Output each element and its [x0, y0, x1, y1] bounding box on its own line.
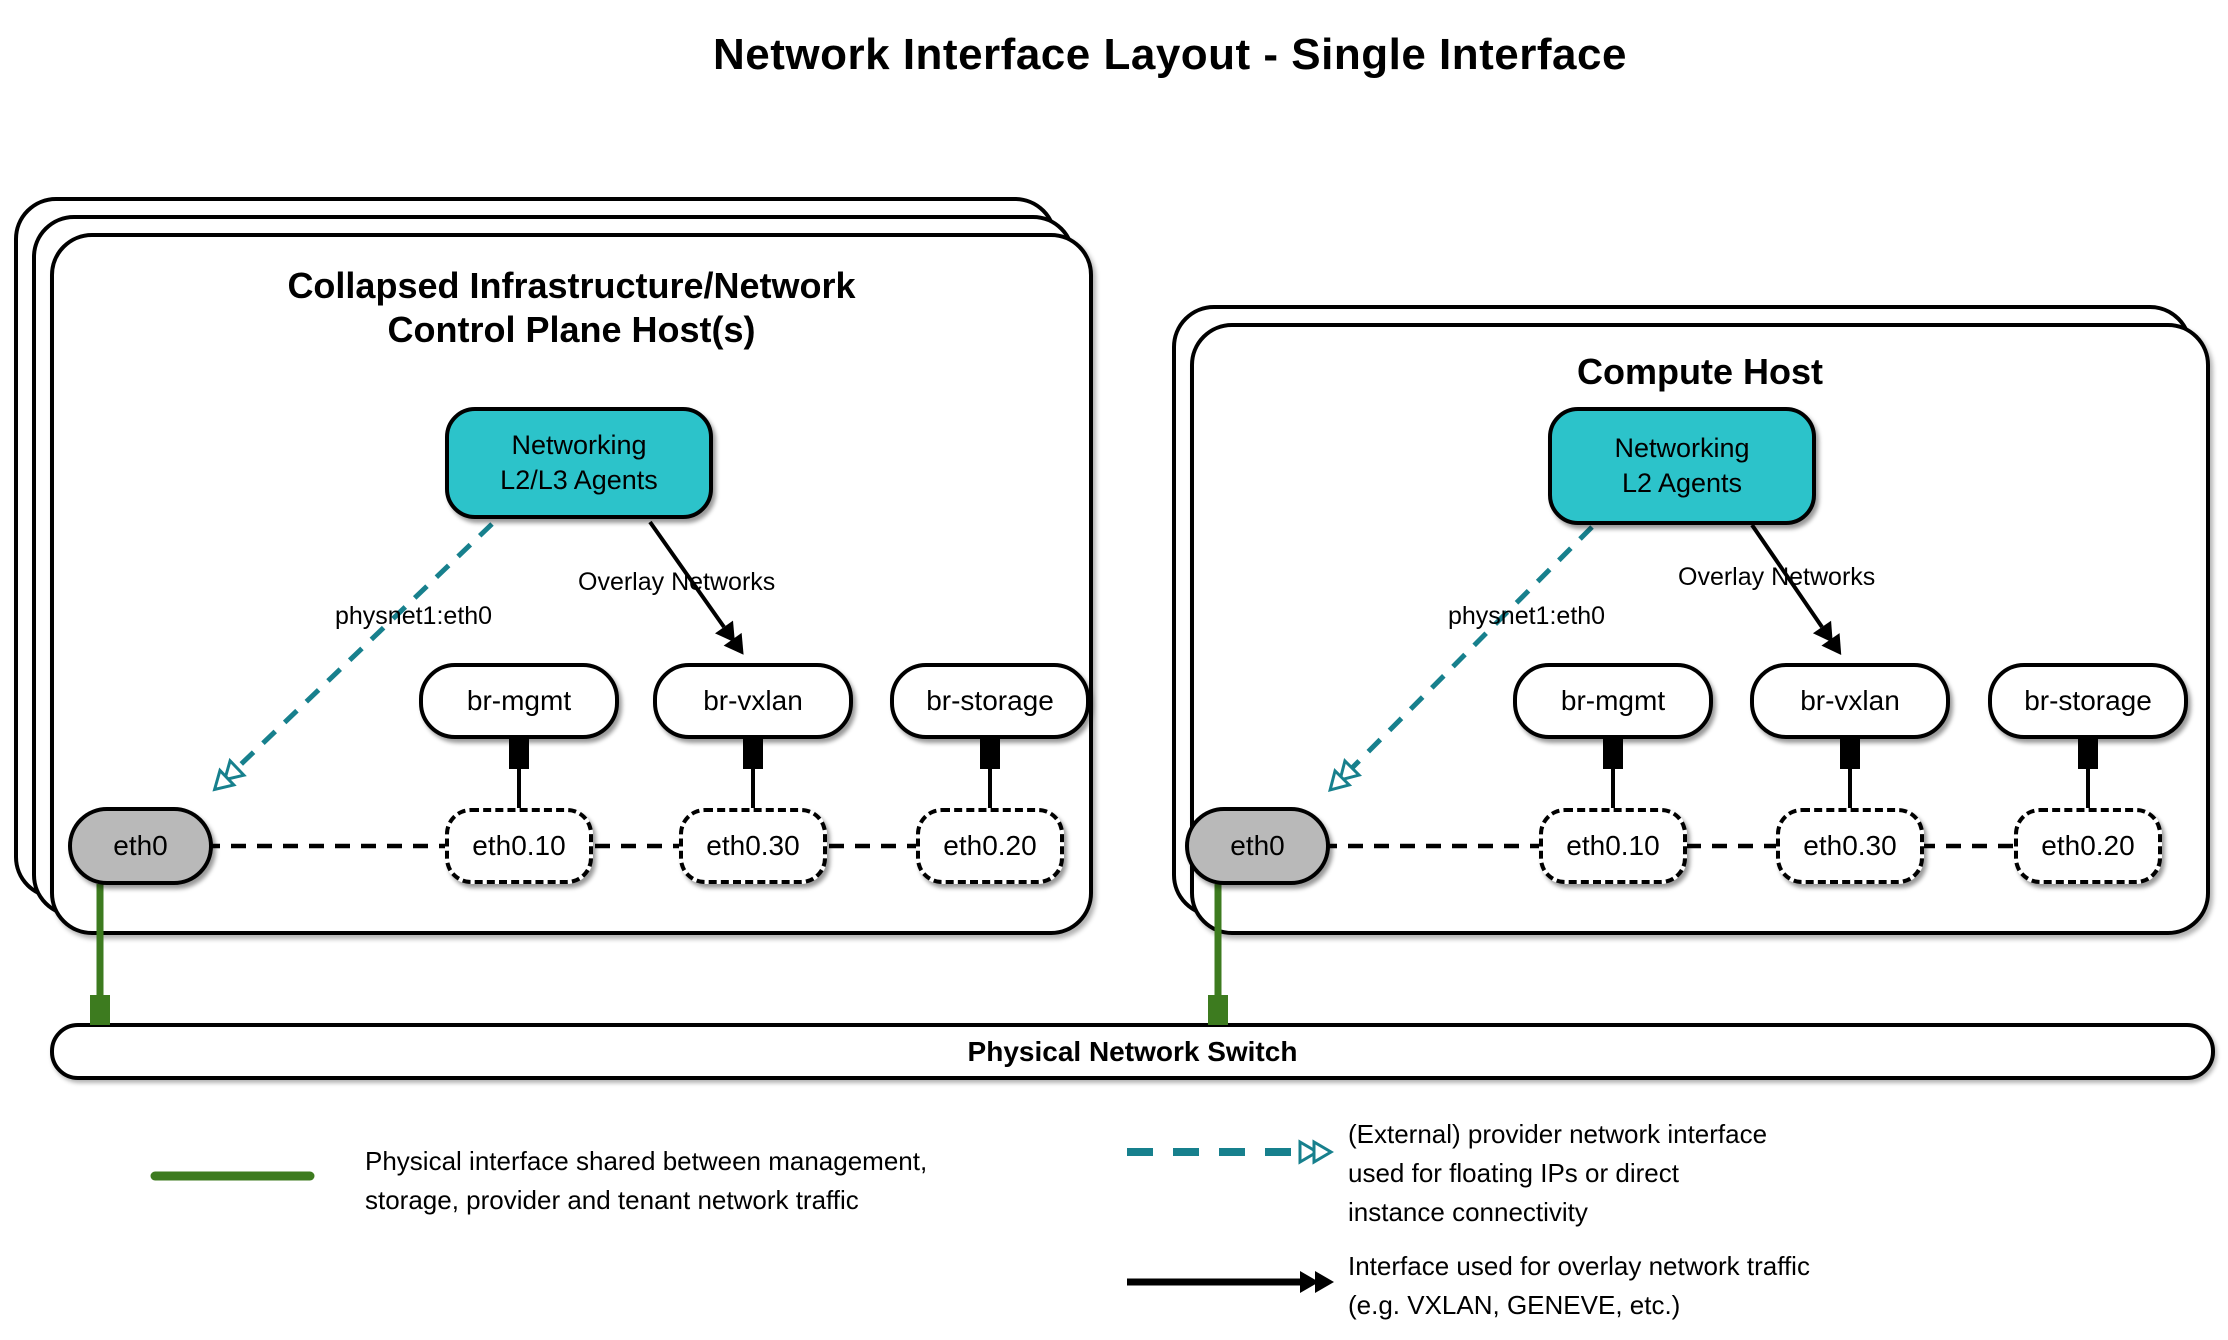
vlan-node-eth0-20-right: eth0.20 [2014, 808, 2162, 884]
bridge-node-br-vxlan-right: br-vxlan [1750, 663, 1950, 739]
legend-physical-line2: storage, provider and tenant network tra… [365, 1185, 859, 1215]
overlay-edge-label-left: Overlay Networks [578, 568, 776, 596]
agent-label-line1: Networking [511, 430, 647, 460]
agent-label-line2: L2/L3 Agents [500, 465, 658, 495]
vlan-node-eth0-20-left: eth0.20 [916, 808, 1064, 884]
legend-physical-line1: Physical interface shared between manage… [365, 1146, 928, 1176]
compute-host-title-line1: Compute Host [1577, 351, 1823, 392]
legend-overlay-text: Interface used for overlay network traff… [1348, 1247, 1810, 1325]
legend-overlay-line1: Interface used for overlay network traff… [1348, 1251, 1810, 1281]
legend-provider-line2: used for floating IPs or direct [1348, 1158, 1679, 1188]
control-plane-host-title-line2: Control Plane Host(s) [387, 309, 756, 350]
legend-physical-text: Physical interface shared between manage… [365, 1142, 927, 1220]
vlan-node-eth0-30-right: eth0.30 [1776, 808, 1924, 884]
provider-edge-label-left: physnet1:eth0 [335, 602, 493, 630]
networking-agents-node-left: Networking L2/L3 Agents [445, 407, 713, 519]
overlay-edge-label-right: Overlay Networks [1678, 563, 1876, 591]
bridge-node-br-mgmt-right: br-mgmt [1513, 663, 1713, 739]
legend-provider-line1: (External) provider network interface [1348, 1119, 1768, 1149]
compute-host-title: Compute Host [1190, 350, 2210, 394]
bridge-node-br-vxlan-left: br-vxlan [653, 663, 853, 739]
eth0-node-right: eth0 [1185, 807, 1330, 885]
legend-overlay-line2: (e.g. VXLAN, GENEVE, etc.) [1348, 1290, 1681, 1320]
page-title: Network Interface Layout - Single Interf… [713, 30, 1627, 79]
bridge-node-br-mgmt-left: br-mgmt [419, 663, 619, 739]
control-plane-host-box [50, 233, 1093, 935]
agent-label-line2: L2 Agents [1621, 468, 1743, 498]
provider-edge-label-right: physnet1:eth0 [1448, 602, 1606, 630]
physical-uplink-port-left [90, 995, 110, 1025]
agent-label-line1: Networking [1614, 433, 1750, 463]
physical-network-switch-label: Physical Network Switch [967, 1035, 1298, 1067]
networking-agents-node-right: Networking L2 Agents [1548, 407, 1816, 525]
vlan-node-eth0-30-left: eth0.30 [679, 808, 827, 884]
legend-provider-line3: instance connectivity [1348, 1197, 1588, 1227]
control-plane-host-title: Collapsed Infrastructure/Network Control… [50, 264, 1093, 352]
vlan-node-eth0-10-left: eth0.10 [445, 808, 593, 884]
physical-uplink-port-right [1208, 995, 1228, 1025]
bridge-node-br-storage-right: br-storage [1988, 663, 2188, 739]
control-plane-host-title-line1: Collapsed Infrastructure/Network [287, 265, 856, 306]
physical-network-switch: Physical Network Switch [50, 1023, 2215, 1080]
eth0-node-left: eth0 [68, 807, 213, 885]
bridge-node-br-storage-left: br-storage [890, 663, 1090, 739]
vlan-node-eth0-10-right: eth0.10 [1539, 808, 1687, 884]
legend-provider-text: (External) provider network interface us… [1348, 1115, 1767, 1232]
